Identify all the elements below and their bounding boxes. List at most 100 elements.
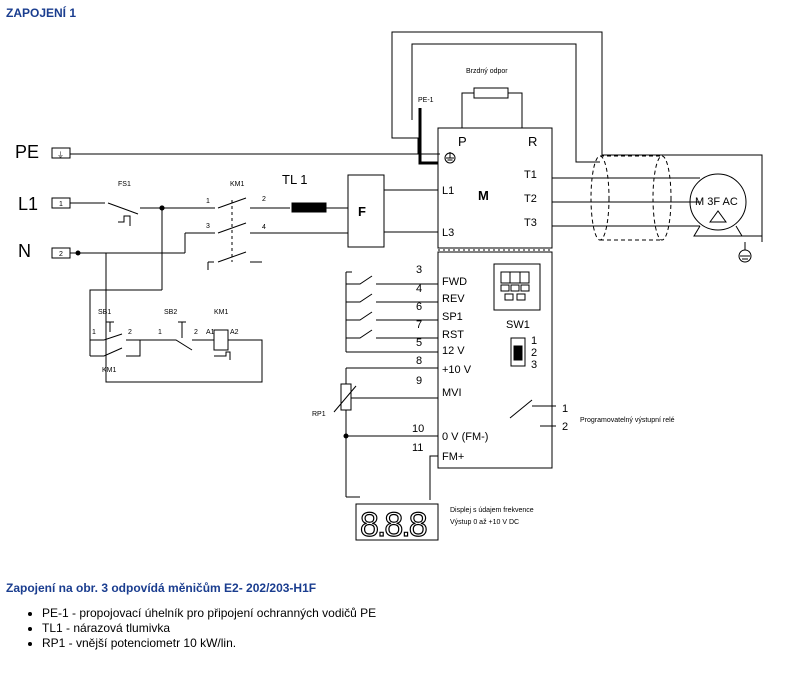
sw1-pos-3: 3 xyxy=(531,359,537,371)
sb1-contact xyxy=(90,333,140,341)
km1-aux-contact xyxy=(90,340,141,357)
relay-contact xyxy=(509,399,552,427)
motor-base xyxy=(693,225,743,237)
input-label-pe: PE xyxy=(15,142,39,162)
terminal-11-num: 11 xyxy=(412,442,423,454)
sb2-contact xyxy=(168,339,206,351)
junction-n xyxy=(75,250,81,256)
km1-coil-pin-a2: A2 xyxy=(230,329,239,336)
terminal-6-num: 6 xyxy=(416,301,422,313)
n-terminal-marker: 2 xyxy=(59,251,63,258)
sw1-pos-2: 2 xyxy=(531,347,537,359)
relay-label: Programovatelný výstupní relé xyxy=(580,417,675,424)
junction-fs1-control xyxy=(159,205,165,211)
rp1-label: RP1 xyxy=(312,411,326,418)
km1-coil-symbol xyxy=(214,351,231,360)
fs1-actuator xyxy=(118,215,131,226)
motor-icon xyxy=(689,173,747,231)
terminal-6-label: SP1 xyxy=(442,311,463,323)
tl1-choke xyxy=(291,202,327,213)
pe-terminal-marker: ⏚ xyxy=(57,151,64,159)
rp1-resistor xyxy=(340,383,352,411)
terminal-9-label: MVI xyxy=(442,387,462,399)
motor-triangle-icon xyxy=(709,210,727,223)
terminal-4-label: REV xyxy=(442,293,465,305)
terminal-8-num: 8 xyxy=(416,355,422,367)
cable-shield-right xyxy=(652,155,672,241)
km1-contact-3 xyxy=(217,251,247,263)
inverter-control-section xyxy=(437,251,553,469)
terminal-10-label: 0 V (FM-) xyxy=(442,431,488,443)
frequency-display xyxy=(355,503,439,541)
filter-box xyxy=(347,174,385,248)
note-item: TL1 - nárazová tlumivka xyxy=(42,621,376,636)
sb2-pin-2: 2 xyxy=(194,329,198,336)
km1-aux-base xyxy=(207,261,214,270)
terminal-t2-label: T2 xyxy=(524,193,537,205)
inverter-m-label: M xyxy=(478,188,489,203)
km1-coil-label: KM1 xyxy=(214,309,229,316)
sw1-pos-1: 1 xyxy=(531,335,537,347)
sb2-pin-1: 1 xyxy=(158,329,162,336)
terminal-t1-label: T1 xyxy=(524,169,537,181)
notes-list: PE-1 - propojovací úhelník pro připojení… xyxy=(28,606,376,651)
control-top-wire xyxy=(89,289,162,356)
terminal-11-label: FM+ xyxy=(442,451,464,463)
km1-pin-1: 1 xyxy=(206,198,210,205)
display-label: Displej s údajem frekvence xyxy=(450,507,534,514)
terminal-7-num: 7 xyxy=(416,319,422,331)
terminal-3-label: FWD xyxy=(442,276,467,288)
motor-ground-icon xyxy=(738,242,752,263)
page-title: ZAPOJENÍ 1 xyxy=(6,6,77,20)
km1-contact-2 xyxy=(217,222,247,234)
note-item: PE-1 - propojovací úhelník pro připojení… xyxy=(42,606,376,621)
sb2-label: SB2 xyxy=(164,309,177,316)
sb2-button xyxy=(178,321,186,338)
terminal-l3-label: L3 xyxy=(442,227,454,239)
digital-input-contacts xyxy=(345,271,438,353)
display-label-2: Výstup 0 až +10 V DC xyxy=(450,519,519,526)
sb1-label: SB1 xyxy=(98,309,111,316)
brake-resistor-wire xyxy=(461,92,523,128)
pe1-bracket xyxy=(418,108,438,165)
terminal-4-num: 4 xyxy=(416,283,422,295)
terminal-t3-label: T3 xyxy=(524,217,537,229)
sb1-pin-1: 1 xyxy=(92,329,96,336)
brake-resistor-label: Brzdný odpor xyxy=(466,68,508,75)
motor-label: M 3F AC xyxy=(695,196,738,208)
sb1-pin-2: 2 xyxy=(128,329,132,336)
wiring-diagram: PE L1 N ⏚ 1 2 FS1 KM1 1 2 3 4 TL 1 F P R… xyxy=(15,31,763,545)
relay-pin-1: 1 xyxy=(562,403,568,415)
km1-coil-pin-a1: A1 xyxy=(206,329,215,336)
terminal-l1-label: L1 xyxy=(442,185,454,197)
km1-pin-2: 2 xyxy=(262,196,266,203)
cable-shield-left xyxy=(590,155,610,241)
pe1-label: PE-1 xyxy=(418,97,434,104)
rp1-wiper xyxy=(333,385,357,413)
sb1-button xyxy=(106,321,114,332)
fs1-label: FS1 xyxy=(118,181,131,188)
pe1-cable-loop xyxy=(391,31,763,242)
km1-coil xyxy=(213,329,229,351)
sw1-label: SW1 xyxy=(506,319,530,331)
km1-aux-label: KM1 xyxy=(102,367,117,374)
pe1-cable-inner xyxy=(411,43,600,163)
km1-label: KM1 xyxy=(230,181,245,188)
filter-label: F xyxy=(358,204,366,219)
terminal-7-label: RST xyxy=(442,329,464,341)
diagram-caption: Zapojení na obr. 3 odpovídá měničům E2- … xyxy=(6,581,317,595)
inverter-ground-icon xyxy=(444,152,456,164)
coil-return-wire xyxy=(105,253,263,383)
terminal-r-label: R xyxy=(528,134,537,149)
sw1-switch xyxy=(510,337,526,367)
km1-pin-3: 3 xyxy=(206,223,210,230)
terminal-5-num: 5 xyxy=(416,337,422,349)
l1-terminal-marker: 1 xyxy=(59,201,63,208)
terminal-3-num: 3 xyxy=(416,264,422,276)
input-label-n: N xyxy=(18,241,31,261)
terminal-8-label: +10 V xyxy=(442,364,472,376)
km1-pin-4: 4 xyxy=(262,224,266,231)
brake-resistor xyxy=(473,87,509,99)
keypad-icon xyxy=(493,263,541,311)
pe-terminal xyxy=(51,147,71,159)
